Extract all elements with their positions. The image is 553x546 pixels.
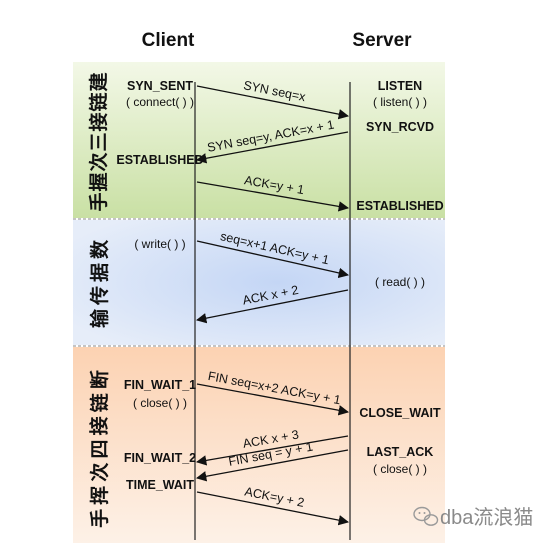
- client-state-label: FIN_WAIT_2: [124, 451, 196, 465]
- phase-label-char: 输: [88, 308, 111, 328]
- server-call-label: ( listen( ) ): [373, 95, 427, 109]
- phase-teardown-bg: [73, 347, 445, 543]
- message-arrow: [196, 85, 350, 120]
- server-call-label: ( read( ) ): [375, 275, 425, 289]
- client-call-label: ( write( ) ): [134, 237, 185, 251]
- phase-label-char: 四: [89, 439, 111, 458]
- server-state-label: ESTABLISHED: [356, 199, 443, 213]
- phase-label-char: 接: [89, 416, 111, 435]
- phase-label-char: 传: [88, 286, 111, 306]
- phase-label-char: 据: [88, 263, 111, 282]
- phase-label-char: 建: [87, 72, 110, 91]
- message-arrow: [195, 435, 349, 466]
- phase-label-char: 断: [88, 370, 111, 389]
- server-state-label: CLOSE_WAIT: [359, 406, 441, 420]
- client-header: Client: [142, 30, 195, 51]
- phase-label-char: 接: [88, 112, 110, 131]
- server-state-label: LAST_ACK: [367, 445, 434, 459]
- server-state-label: LISTEN: [378, 79, 422, 93]
- watermark: dba流浪猫: [413, 506, 533, 529]
- message-arrow: [195, 449, 349, 482]
- client-state-label: ESTABLISHED: [116, 153, 203, 167]
- client-call-label: ( connect( ) ): [126, 95, 194, 109]
- phase-label-char: 链: [87, 92, 110, 111]
- phase-label-char: 手: [87, 192, 110, 211]
- phase-label-char: 挥: [89, 486, 111, 505]
- message-arrow: [195, 131, 349, 164]
- phase-label-char: 三: [88, 132, 110, 151]
- phase-label-char: 次: [87, 152, 110, 171]
- message-arrow: [196, 491, 350, 526]
- phase-handshake-bg: [73, 62, 445, 218]
- server-call-label: ( close( ) ): [373, 462, 427, 476]
- phase-label-char: 握: [87, 172, 110, 191]
- phase-label-char: 次: [88, 463, 111, 482]
- server-header: Server: [352, 30, 412, 51]
- client-state-label: SYN_SENT: [127, 79, 193, 93]
- phase-label-char: 手: [88, 509, 111, 528]
- message-arrow: [196, 240, 350, 279]
- phase-transfer-bg: [73, 220, 445, 345]
- client-state-label: TIME_WAIT: [126, 478, 194, 492]
- wechat-icon: [413, 506, 439, 526]
- watermark-text: dba流浪猫: [440, 506, 533, 529]
- message-arrow: [196, 181, 350, 212]
- client-call-label: ( close( ) ): [133, 396, 187, 410]
- message-arrow: [196, 383, 350, 416]
- message-arrow: [195, 289, 349, 324]
- phase-label-char: 链: [88, 393, 111, 412]
- client-state-label: FIN_WAIT_1: [124, 378, 196, 392]
- phase-label-char: 数: [88, 239, 111, 259]
- server-state-label: SYN_RCVD: [366, 120, 434, 134]
